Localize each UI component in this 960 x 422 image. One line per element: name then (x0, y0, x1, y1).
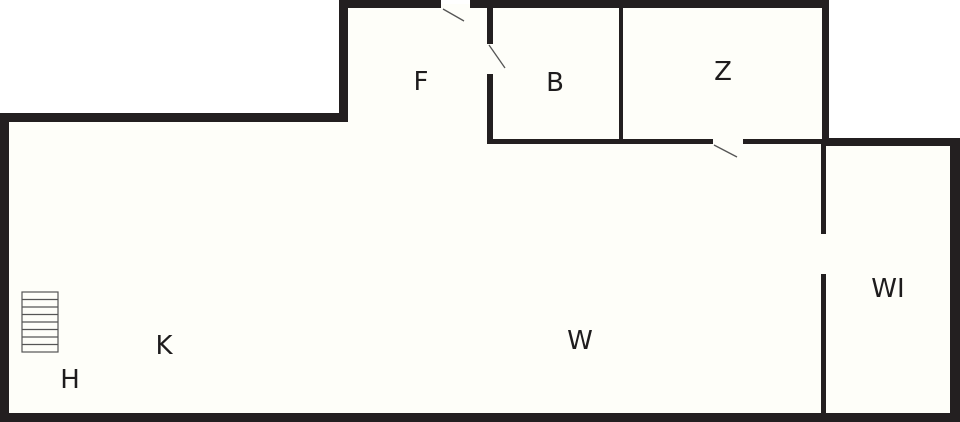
door-f-b (488, 44, 506, 69)
interior-walls (487, 0, 829, 418)
stairs (21, 291, 59, 353)
doors (442, 8, 738, 158)
room-label-wi: WI (871, 274, 905, 304)
room-label-w: W (567, 326, 593, 356)
room-label-z: Z (714, 57, 732, 87)
door-z (713, 144, 738, 158)
floor-area (4, 4, 955, 418)
room-label-k: K (155, 331, 173, 361)
room-label-b: B (546, 68, 564, 98)
room-label-f: F (413, 67, 429, 97)
door-entry (442, 8, 465, 22)
room-label-h: H (60, 365, 80, 395)
